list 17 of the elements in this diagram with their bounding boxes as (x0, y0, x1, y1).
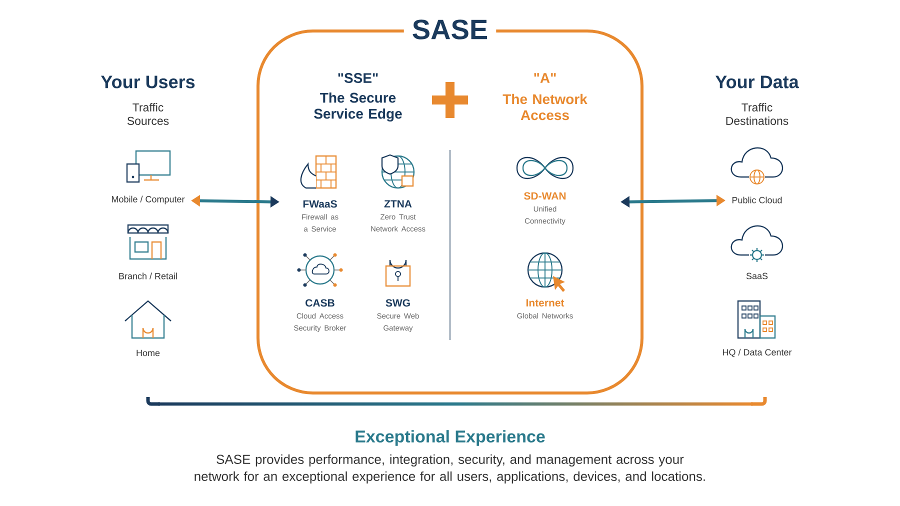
subheading: Traffic Destinations (726, 103, 788, 125)
icon-caption: HQ / Data Center (722, 348, 792, 358)
heading: "SSE" (338, 73, 378, 83)
icon-caption: SaaS (746, 272, 768, 280)
icon-caption: Public Cloud (732, 196, 782, 204)
icon-caption: Mobile / Computer (112, 196, 185, 204)
frame-title: SASE (404, 18, 496, 40)
heading: Your Data (715, 76, 799, 88)
icon-caption: Home (136, 350, 160, 356)
heading: The Secure Service Edge (314, 92, 402, 122)
heading: Exceptional Experience (356, 430, 545, 446)
icon-caption: Branch / Retail (119, 272, 177, 280)
heading: Your Users (100, 76, 195, 88)
heading: The Network Access (502, 94, 588, 120)
heading: "A" (534, 73, 556, 83)
description: SASE provides performance, integration, security, and management across your network for an exceptional experience for all users, applications, devices, and locations. (194, 454, 705, 484)
subheading: Traffic Sources (127, 103, 169, 125)
